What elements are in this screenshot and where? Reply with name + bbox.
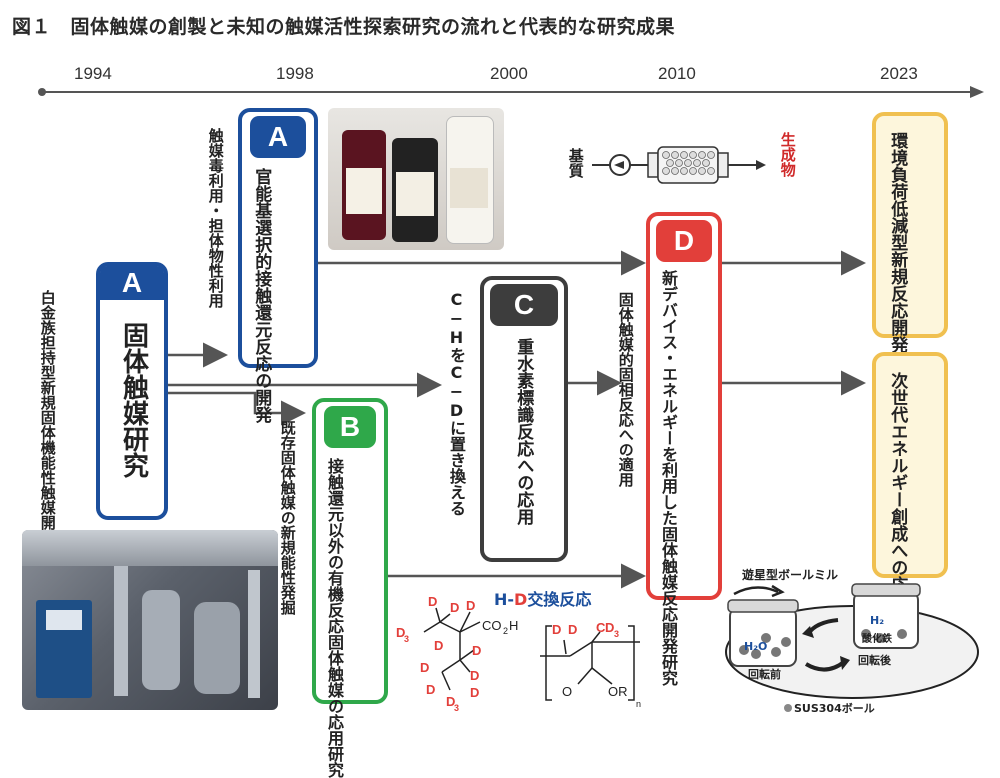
ball-label: SUS304ボール (794, 702, 875, 715)
svg-text:D: D (472, 643, 481, 658)
catalyst-bottles-photo (328, 108, 504, 250)
pipe-1 (114, 566, 128, 696)
h2-label: H₂ (870, 614, 885, 627)
oxide-label: 酸化鉄 (862, 634, 892, 645)
year-2023: 2023 (880, 64, 918, 83)
arrow-a-to-b (168, 391, 306, 426)
svg-text:H: H (509, 618, 518, 633)
h2o-label: H₂O (744, 640, 768, 653)
reactor-vessel-2 (194, 602, 240, 694)
panel-screen (46, 610, 82, 630)
flow-reactor-illustration (592, 146, 766, 184)
ballmill-title: 遊星型ボールミル (742, 568, 839, 582)
existing-note: 既存固体触媒の新規能性発掘 (278, 420, 297, 615)
a-top-text: 官能基選択的接触還元反応の開発 (251, 168, 272, 423)
before-label: 回転前 (748, 668, 781, 681)
ceiling (22, 530, 278, 566)
box-b: B 接触還元以外の有機反応固体触媒の応用研究 (312, 398, 388, 778)
substrate-label: 基質 (566, 148, 585, 178)
solid-phase-note: 固体触媒的固相反応への適用 (616, 292, 635, 487)
badge-c: C (490, 284, 558, 326)
svg-text:CO: CO (482, 618, 502, 633)
svg-text:D: D (428, 594, 437, 609)
after-label: 回転後 (858, 654, 891, 667)
svg-text:D: D (466, 598, 475, 613)
badge-a-top: A (250, 116, 306, 158)
b-text: 接触還元以外の有機反応固体触媒の応用研究 (325, 458, 344, 778)
timeline-start-dot (38, 88, 46, 96)
svg-text:D: D (426, 682, 435, 697)
svg-text:D: D (434, 638, 443, 653)
year-1998: 1998 (276, 64, 314, 83)
bottle-2-label (396, 172, 434, 216)
box-a-top: A 官能基選択的接触還元反応の開発 (238, 108, 318, 423)
bottle-3-label (450, 168, 488, 208)
svg-text:O: O (562, 684, 572, 699)
result-energy-box: 次世代エネルギー創成への応用研究 (872, 352, 948, 644)
product-label: 生成物 (778, 132, 797, 177)
d-text: 新デバイス・エネルギーを利用した固体触媒反応開発研究 (659, 270, 678, 686)
svg-text:C: C (596, 620, 606, 635)
box-d: D 新デバイス・エネルギーを利用した固体触媒反応開発研究 (646, 212, 722, 686)
svg-text:D: D (446, 694, 455, 709)
hd-exchange-title: H-D交換反応 (494, 590, 592, 609)
year-2000: 2000 (490, 64, 528, 83)
year-2010: 2010 (658, 64, 696, 83)
svg-text:D: D (420, 660, 429, 675)
svg-text:D: D (605, 620, 614, 635)
poison-note: 触媒毒利用・担体物性利用 (206, 128, 225, 308)
svg-text:D: D (552, 622, 561, 637)
svg-text:D: D (470, 668, 479, 683)
svg-text:OR: OR (608, 684, 628, 699)
a-main-text: 固体触媒研究 (118, 322, 149, 478)
lab-equipment-photo (22, 530, 278, 710)
badge-b: B (324, 406, 376, 448)
svg-text:D: D (396, 625, 405, 640)
box-c: C 重水素標識反応への応用 (480, 276, 568, 562)
figure-title: 図１ 固体触媒の創製と未知の触媒活性探索研究の流れと代表的な研究成果 (12, 16, 676, 38)
ballmill-illustration (725, 583, 979, 712)
timeline-arrowhead (970, 86, 984, 98)
svg-text:n: n (636, 699, 641, 709)
svg-text:3: 3 (454, 703, 459, 713)
ch-note: C−HをC−Dに置き換える (447, 290, 466, 516)
c-text: 重水素標識反応への応用 (513, 338, 534, 525)
badge-d: D (656, 220, 712, 262)
badge-a-main: A (100, 266, 164, 300)
svg-text:3: 3 (404, 634, 409, 644)
flow-arrows (168, 250, 866, 589)
pipe-2 (248, 570, 260, 698)
bottle-1-label (346, 168, 382, 214)
svg-text:D: D (470, 685, 479, 700)
svg-text:3: 3 (614, 629, 619, 639)
svg-text:D: D (568, 622, 577, 637)
svg-text:2: 2 (503, 626, 508, 636)
result-env-box: 環境負荷低減型新規反応開発 (872, 112, 948, 353)
year-1994: 1994 (74, 64, 112, 83)
box-a-main: A 固体触媒研究 (96, 262, 168, 520)
reactor-vessel-1 (142, 590, 180, 690)
svg-text:D: D (450, 600, 459, 615)
result-env-text: 環境負荷低減型新規反応開発 (887, 132, 908, 353)
